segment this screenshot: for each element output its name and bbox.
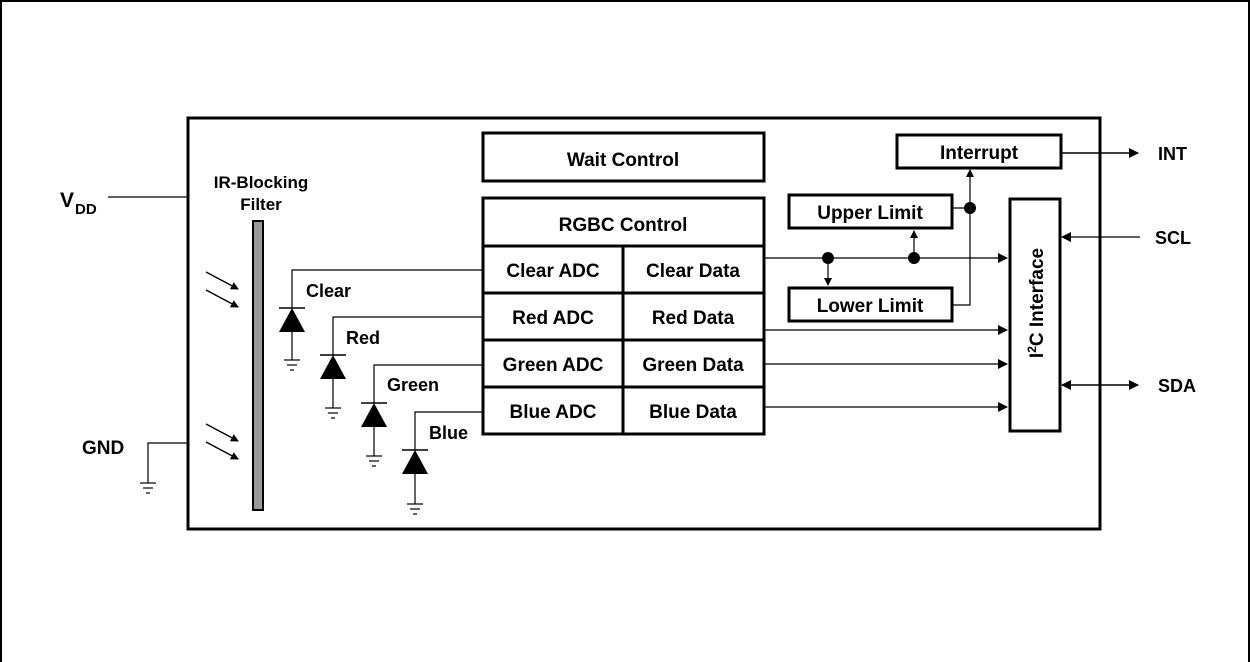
- chip-boundary: [186, 116, 1102, 531]
- photodiode-red: [320, 316, 483, 419]
- blue-data-label: Blue Data: [649, 402, 737, 423]
- photodiode-label-green: Green: [387, 375, 439, 395]
- light-arrows-bottom-icon: [205, 423, 239, 460]
- filter-label-line1: IR-Blocking: [214, 173, 308, 192]
- scl-label: SCL: [1155, 228, 1191, 248]
- red-data-label: Red Data: [652, 308, 735, 329]
- interrupt-block: [895, 133, 1063, 170]
- light-arrows-top-icon: [205, 271, 239, 308]
- ir-blocking-filter: [252, 220, 264, 511]
- vdd-subscript: DD: [75, 201, 97, 218]
- photodiode-blue: [402, 411, 483, 515]
- filter-label-line2: Filter: [240, 195, 282, 214]
- green-data-label: Green Data: [642, 355, 744, 376]
- clear-adc-label: Clear ADC: [506, 261, 600, 282]
- photodiode-green: [361, 364, 483, 467]
- photodiode-label-blue: Blue: [429, 423, 468, 443]
- lower-limit-label: Lower Limit: [817, 296, 924, 317]
- i2c-interface-label: I2C Interface: [1025, 248, 1048, 358]
- lower-limit-to-interrupt: [952, 169, 974, 306]
- upper-limit-block: [787, 193, 954, 230]
- sda-label: SDA: [1158, 376, 1196, 396]
- photodiode-clear: [279, 269, 483, 371]
- photodiode-label-red: Red: [346, 328, 380, 348]
- red-adc-label: Red ADC: [512, 308, 594, 329]
- i2c-interface-block: [1008, 197, 1062, 433]
- interrupt-label: Interrupt: [940, 143, 1019, 164]
- gnd-wire: [140, 442, 188, 494]
- int-label: INT: [1158, 144, 1187, 164]
- gnd-label: GND: [82, 438, 124, 459]
- wait-control-label: Wait Control: [567, 150, 679, 171]
- photodiode-label-clear: Clear: [306, 281, 351, 301]
- clear-data-label: Clear Data: [646, 261, 740, 282]
- rgbc-control-label: RGBC Control: [559, 215, 688, 236]
- blue-adc-label: Blue ADC: [510, 402, 597, 423]
- wait-control-block: [481, 131, 766, 183]
- upper-limit-label: Upper Limit: [817, 203, 923, 224]
- green-adc-label: Green ADC: [503, 355, 604, 376]
- vdd-label: V: [60, 189, 74, 212]
